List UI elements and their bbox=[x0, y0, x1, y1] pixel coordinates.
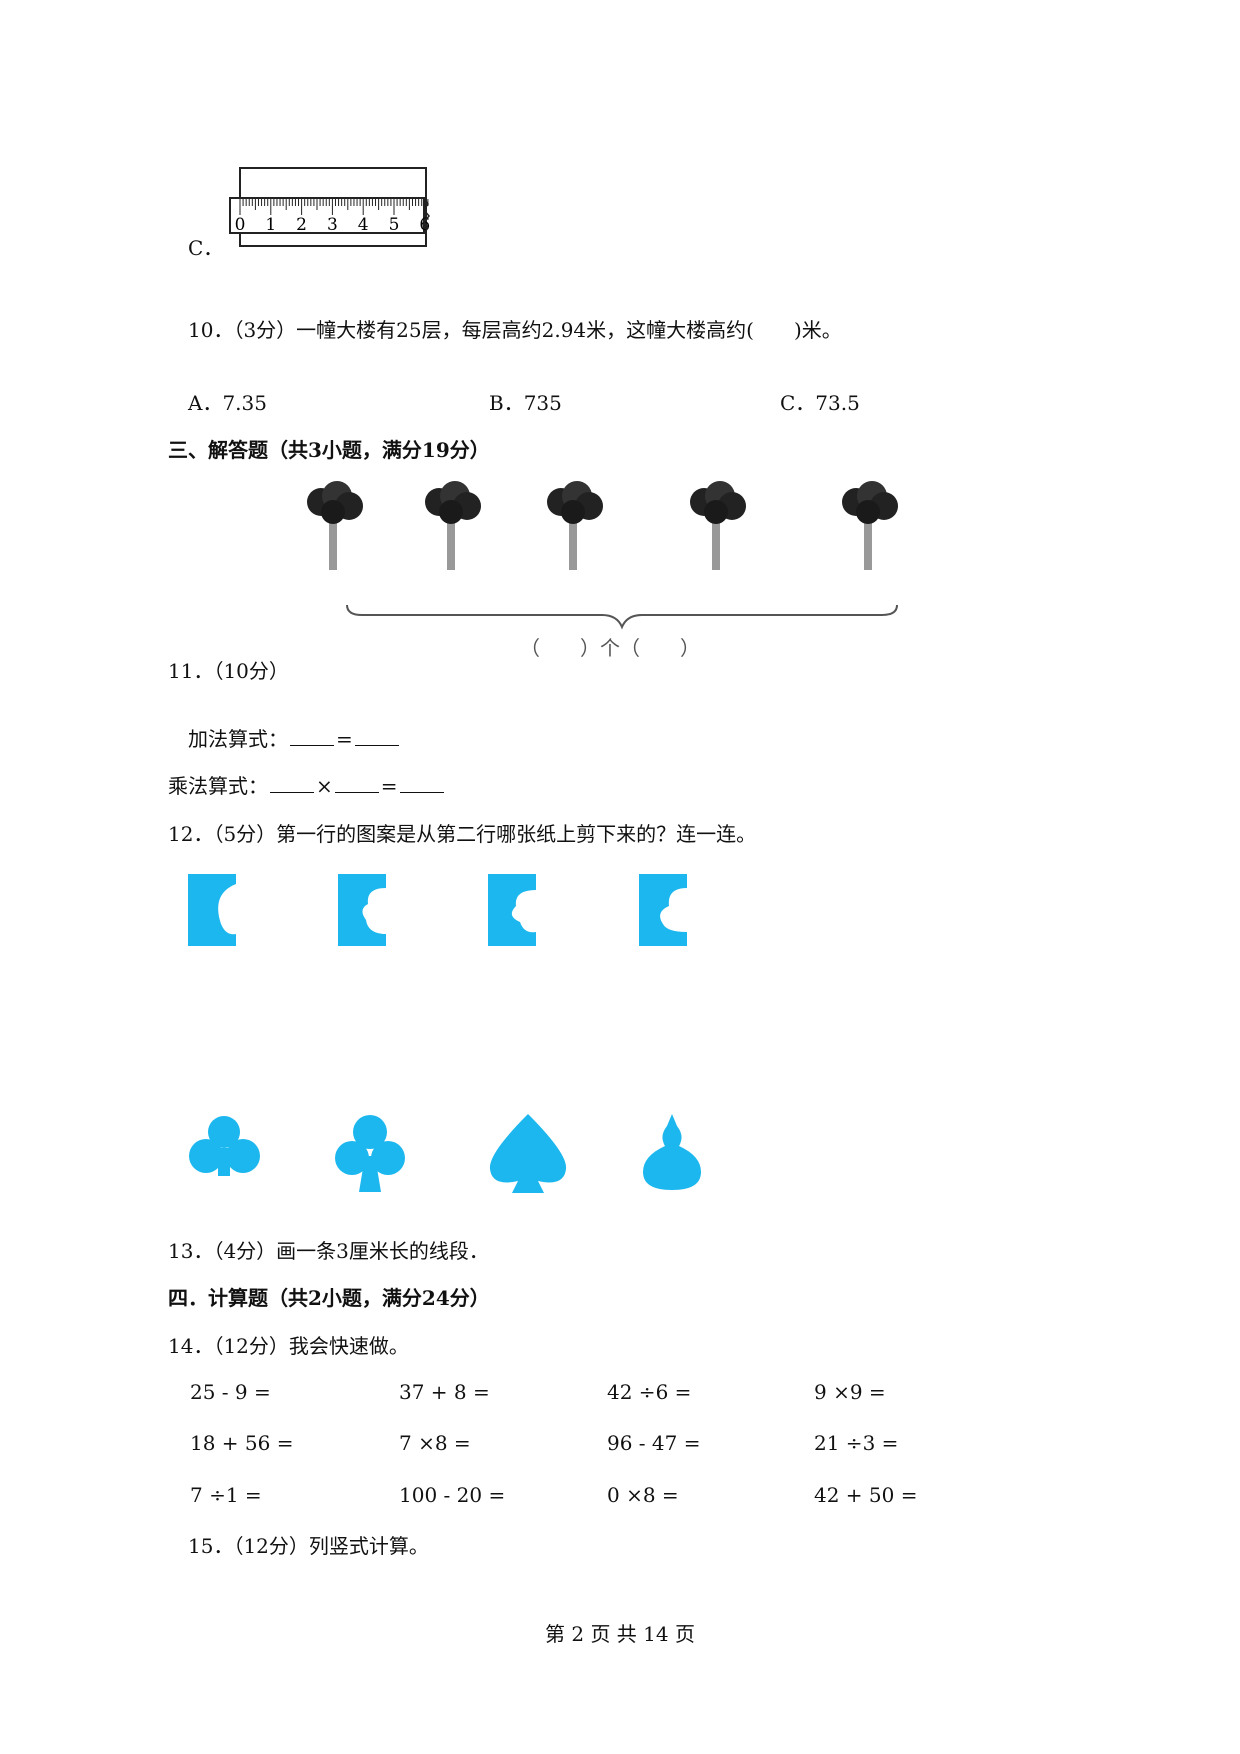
q10-option-a: A．7.35 bbox=[188, 391, 267, 415]
cut-piece-4 bbox=[639, 874, 687, 946]
calc-problem: 37 + 8 = bbox=[399, 1380, 490, 1404]
question-11: 11．（10分） bbox=[168, 659, 289, 683]
ruler-tick-label: 5 bbox=[389, 215, 400, 235]
calc-problem: 25 - 9 = bbox=[190, 1380, 271, 1404]
equals: = bbox=[336, 727, 353, 751]
question-15: 15．（12分）列竖式计算。 bbox=[188, 1534, 429, 1558]
calc-problem: 96 - 47 = bbox=[607, 1431, 701, 1455]
blank[interactable] bbox=[354, 745, 399, 746]
tree-icon bbox=[842, 481, 898, 570]
tree-icon bbox=[307, 481, 363, 570]
q10-option-c: C．73.5 bbox=[780, 391, 860, 415]
multiplication-formula: 乘法算式： × = bbox=[168, 776, 446, 796]
addition-formula: 加法算式： = bbox=[188, 729, 401, 749]
question-12: 12．（5分）第一行的图案是从第二行哪张纸上剪下来的？连一连。 bbox=[168, 822, 757, 846]
ruler-tick-label: 2 bbox=[296, 215, 307, 235]
trees-image bbox=[307, 481, 898, 630]
ruler-tick-label: 3 bbox=[327, 215, 338, 235]
option-c-label: C． bbox=[188, 236, 224, 260]
calc-problem: 9 ×9 = bbox=[814, 1380, 886, 1404]
q10-option-b: B．735 bbox=[489, 391, 562, 415]
equals: = bbox=[380, 774, 398, 798]
ruler-tick-label: 4 bbox=[358, 215, 369, 235]
calc-problem: 42 + 50 = bbox=[814, 1483, 918, 1507]
ruler-tick-label: 1 bbox=[265, 215, 276, 235]
multiplication-label: 乘法算式： bbox=[168, 774, 268, 798]
ruler-tick-label: 0 bbox=[235, 215, 246, 235]
calc-problem: 42 ÷6 = bbox=[607, 1380, 692, 1404]
calc-problem: 7 ÷1 = bbox=[190, 1483, 262, 1507]
addition-label: 加法算式： bbox=[188, 727, 288, 751]
page-footer: 第 2 页 共 14 页 bbox=[545, 1622, 695, 1646]
blank[interactable] bbox=[399, 792, 444, 793]
section-3-title: 三、解答题（共3小题，满分19分） bbox=[168, 438, 490, 462]
blank[interactable] bbox=[290, 745, 334, 746]
ruler-tick-label: 6 bbox=[419, 215, 430, 235]
section-4-title: 四．计算题（共2小题，满分24分） bbox=[168, 1286, 490, 1310]
calc-problem: 21 ÷3 = bbox=[814, 1431, 899, 1455]
tree-icon bbox=[425, 481, 481, 570]
cut-piece-1 bbox=[188, 874, 236, 946]
times: × bbox=[316, 774, 333, 798]
club-shape bbox=[335, 1115, 405, 1192]
trees-caption: （ ）个（ ） bbox=[520, 636, 700, 660]
question-10: 10．（3分）一幢大楼有25层，每层高约2.94米，这幢大楼高约( )米。 bbox=[188, 318, 842, 342]
calc-problem: 100 - 20 = bbox=[399, 1483, 506, 1507]
paper-shapes-row bbox=[189, 1114, 701, 1193]
question-14: 14．（12分）我会快速做。 bbox=[168, 1334, 409, 1358]
tree-icon bbox=[547, 481, 603, 570]
question-13: 13．（4分）画一条3厘米长的线段． bbox=[168, 1239, 489, 1263]
calc-problem: 7 ×8 = bbox=[399, 1431, 471, 1455]
cut-piece-2 bbox=[338, 874, 386, 946]
calc-problem: 18 + 56 = bbox=[190, 1431, 294, 1455]
cut-pieces-row bbox=[188, 874, 687, 946]
blank[interactable] bbox=[270, 792, 314, 793]
calc-problem: 0 ×8 = bbox=[607, 1483, 679, 1507]
gourd-shape bbox=[643, 1114, 701, 1190]
tree-icon bbox=[690, 481, 746, 570]
shamrock-shape bbox=[189, 1116, 260, 1176]
cut-piece-3 bbox=[488, 874, 536, 946]
spade-shape bbox=[489, 1114, 567, 1193]
blank[interactable] bbox=[334, 792, 379, 793]
